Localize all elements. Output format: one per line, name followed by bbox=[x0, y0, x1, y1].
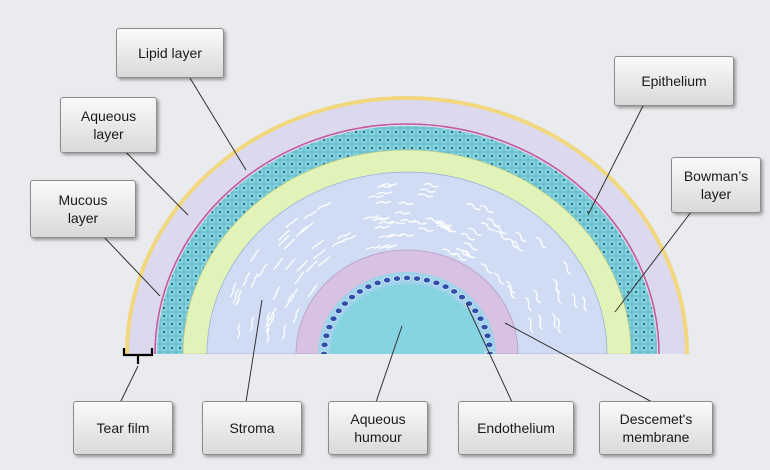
endothelial-cell bbox=[356, 289, 363, 295]
label-descemets-membrane: Descemet's membrane bbox=[599, 401, 713, 455]
endothelial-cell bbox=[477, 316, 484, 322]
endothelial-cell bbox=[320, 351, 327, 357]
endothelial-cell bbox=[335, 308, 342, 314]
endothelial-cell bbox=[451, 289, 458, 295]
endothelial-cell bbox=[393, 276, 400, 282]
label-tear-film: Tear film bbox=[73, 401, 173, 455]
stroma-fiber bbox=[378, 192, 392, 194]
leader-tear-film bbox=[120, 366, 138, 403]
endothelial-cell bbox=[384, 277, 391, 283]
endothelial-cell bbox=[423, 277, 430, 283]
label-bowmans-layer: Bowman’s layer bbox=[671, 157, 761, 213]
endothelial-cell bbox=[472, 308, 479, 314]
endothelial-cell bbox=[403, 275, 410, 281]
label-aqueous-humour: Aqueous humour bbox=[328, 401, 428, 455]
stroma-fiber bbox=[382, 184, 396, 185]
endothelial-cell bbox=[321, 342, 328, 348]
endothelial-cell bbox=[348, 294, 355, 300]
endothelial-cell bbox=[323, 333, 330, 339]
endothelial-cell bbox=[326, 324, 333, 330]
endothelial-cell bbox=[330, 316, 337, 322]
endothelial-cell bbox=[484, 333, 491, 339]
endothelial-cell bbox=[413, 276, 420, 282]
label-lipid-layer: Lipid layer bbox=[116, 28, 224, 78]
endothelial-cell bbox=[433, 280, 440, 286]
label-endothelium: Endothelium bbox=[458, 401, 574, 455]
endothelial-cell bbox=[458, 294, 465, 300]
endothelial-cell bbox=[481, 324, 488, 330]
stroma-fiber bbox=[389, 234, 403, 235]
endothelial-cell bbox=[341, 301, 348, 307]
label-stroma: Stroma bbox=[202, 401, 302, 455]
stroma-fiber bbox=[378, 186, 392, 188]
label-aqueous-layer: Aqueous layer bbox=[60, 97, 157, 153]
label-mucous-layer: Mucous layer bbox=[30, 180, 136, 238]
label-epithelium: Epithelium bbox=[614, 56, 734, 106]
endothelial-cell bbox=[365, 284, 372, 290]
endothelial-cell bbox=[374, 280, 381, 286]
endothelial-cell bbox=[442, 284, 449, 290]
